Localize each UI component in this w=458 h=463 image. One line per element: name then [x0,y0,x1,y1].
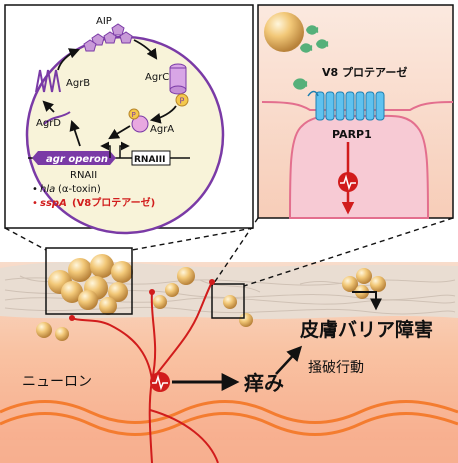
bacteria-cluster-right [342,268,386,299]
rnaii-label: RNAII [70,170,97,181]
rnaiii-box-label: RNAIII [134,155,165,165]
phosphate-agra-icon [128,108,140,120]
agrd-label: AgrD [36,118,61,129]
arrow-aip-to-agrc [133,39,158,60]
aip-peptides [83,23,133,52]
promoter-p3 [119,141,130,158]
agrb-membrane-protein [35,69,61,93]
agrc-receptor [169,63,187,95]
agr-operon-box [32,151,116,165]
zoom-box-right [211,283,245,319]
agr-operon-label: agr operon [46,154,108,165]
hla-gene-label: hla [40,184,55,195]
inset-left-agr-system: AIP AgrC P P AgrA AgrB AgrD [4,4,254,235]
scratching-label: 掻破行動 [308,360,364,376]
v8-protease-label: V8 プロテアーゼ [322,65,407,79]
promoter-p2 [100,141,111,158]
rnaiii-box [131,150,171,166]
action-potential-icon [150,372,170,392]
sspa-desc-label: (V8プロテアーゼ) [72,196,155,209]
parp1-receptor [315,91,385,121]
arrow-operon-to-agrd [69,119,81,147]
action-potential-small-icon [338,172,358,192]
arrow-to-barrier [275,345,303,375]
arrow-cluster-down [352,291,382,311]
bacteria-scattered [36,267,253,341]
itch-label: 痒み [244,371,284,395]
arrow-agra-to-promoter [108,125,131,140]
zoom-connector-lines [4,217,454,287]
aip-label: AIP [96,16,112,27]
agra-label: AgrA [150,124,174,135]
bacterium-icon [264,12,304,52]
agrb-label: AgrB [66,78,90,89]
phosphate-agrc-icon [175,93,189,107]
inset-right-parp1-cell: V8 プロテアーゼ PARP1 [257,4,454,219]
zoom-box-left [45,247,133,315]
dermis-waves [0,400,458,436]
hla-desc-label: (α-toxin) [58,184,101,195]
bacteria-cluster-left [48,254,133,315]
parp1-label: PARP1 [332,128,372,141]
agra-protein [131,115,149,133]
neuron-fibers [71,281,219,463]
arrow-agrd-to-agrb [42,100,55,113]
v8-protease-molecules [293,25,329,90]
agrc-label: AgrC [145,72,169,83]
bullet-sspa: • [32,198,38,209]
arrow-agrb-to-aip [57,48,81,71]
agrd-peptide [43,111,71,125]
bullet-hla: • [32,184,38,195]
phosphate-agrc-label: P [180,97,185,106]
phosphate-agra-label: P [132,111,136,119]
neuron-endings [69,279,215,321]
sspa-gene-label: sspA [40,198,67,209]
arrow-agrc-to-agra [149,105,177,124]
neuron-label: ニューロン [22,374,92,390]
barrier-damage-label: 皮膚バリア障害 [300,318,433,341]
